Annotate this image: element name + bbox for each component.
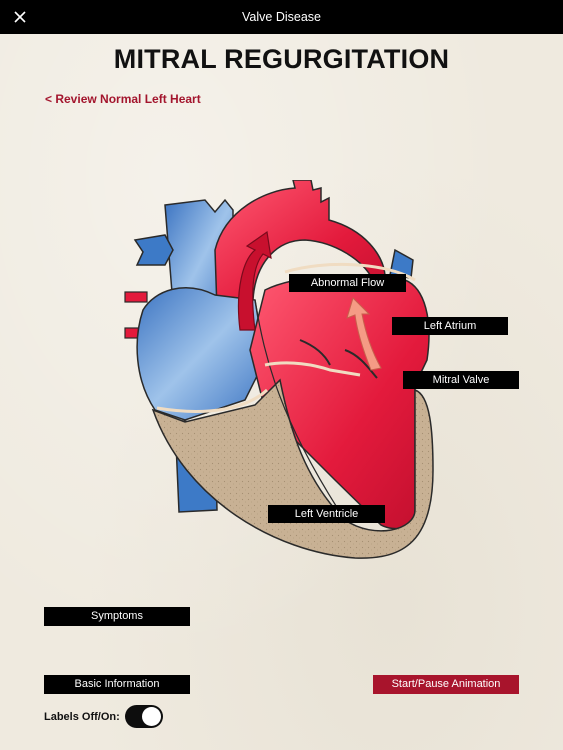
top-bar: Valve Disease: [0, 0, 563, 34]
aorta: [214, 180, 386, 311]
page-title: MITRAL REGURGITATION: [113, 44, 450, 74]
right-heart: [136, 287, 266, 421]
label-left-atrium: Left Atrium: [392, 317, 508, 335]
toggle-knob: [142, 707, 161, 726]
labels-toggle-label: Labels Off/On:: [44, 711, 120, 723]
close-icon[interactable]: [8, 6, 32, 28]
pulmonary-artery-branch: [133, 234, 174, 266]
start-pause-animation-button[interactable]: Start/Pause Animation: [373, 675, 519, 694]
review-normal-left-heart-link[interactable]: < Review Normal Left Heart: [45, 92, 201, 106]
myocardium: [151, 378, 434, 559]
mitral-valve-leaflet: [344, 349, 378, 379]
basic-information-button[interactable]: Basic Information: [44, 675, 190, 694]
label-abnormal-flow: Abnormal Flow: [289, 274, 406, 292]
header-title: Valve Disease: [242, 10, 321, 24]
symptoms-button[interactable]: Symptoms: [44, 607, 190, 626]
abnormal-flow-arrow: [346, 297, 382, 371]
labels-toggle[interactable]: [125, 705, 163, 728]
heart-diagram: [124, 180, 434, 559]
label-mitral-valve: Mitral Valve: [403, 371, 519, 389]
label-left-ventricle: Left Ventricle: [268, 505, 385, 523]
aortic-flow-arrow: [237, 230, 272, 331]
